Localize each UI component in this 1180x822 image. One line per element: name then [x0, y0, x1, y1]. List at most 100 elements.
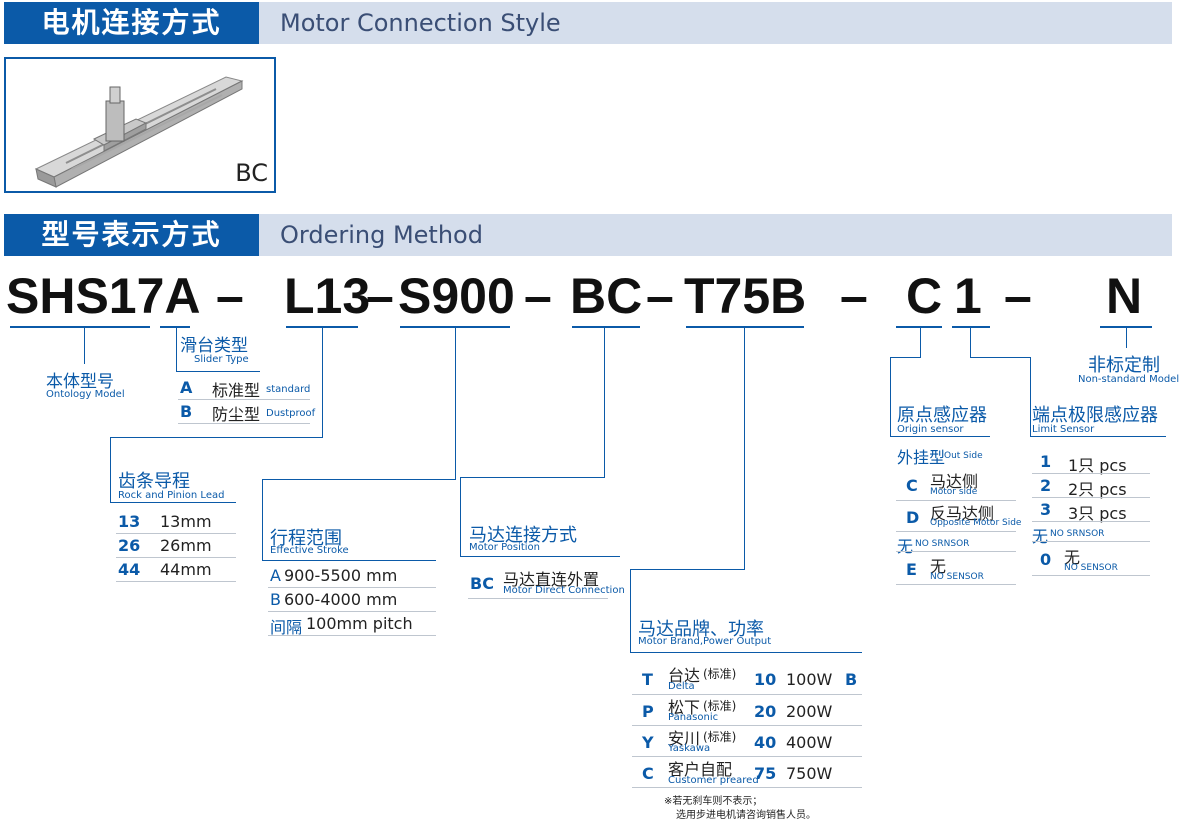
lead-val: 13mm: [160, 512, 212, 531]
model-dash: –: [366, 268, 394, 324]
stroke-cn: 行程范围: [270, 528, 342, 549]
origin-none-cn: 无: [897, 537, 914, 556]
origin-en: Origin sensor: [897, 424, 964, 435]
brand-code: Y: [642, 733, 654, 752]
power-code: 20: [754, 702, 777, 721]
brand-tag: (标准): [703, 699, 737, 713]
power-code: 75: [754, 764, 777, 783]
lead-code: 44: [118, 560, 141, 579]
limit-val: 3只 pcs: [1068, 504, 1127, 523]
model-part-limit: 1: [954, 268, 982, 324]
stroke-en: Effective Stroke: [270, 545, 349, 556]
brand-note-1: ※若无刹车则不表示；: [664, 796, 763, 807]
origin-e-en: NO SENSOR: [930, 572, 984, 582]
brand-en-item: Customer preared: [668, 775, 759, 786]
brake-code: B: [845, 670, 858, 689]
lead-val: 26mm: [160, 536, 212, 555]
slider-cn: 滑台类型: [180, 336, 248, 356]
limit-code-0: 0: [1040, 550, 1052, 569]
brand-note-2: 选用步进电机请咨询销售人员。: [676, 810, 816, 821]
limit-code: 3: [1040, 500, 1052, 519]
linear-module-illustration: [34, 76, 244, 188]
lead-code: 26: [118, 536, 141, 555]
ontology-en: Ontology Model: [46, 389, 125, 400]
origin-outside-cn: 外挂型: [897, 448, 946, 467]
nonstd-cn: 非标定制: [1088, 355, 1160, 376]
slider-b-cn: 防尘型: [212, 405, 261, 424]
power-val: 750W: [786, 764, 833, 783]
limit-cn: 端点极限感应器: [1032, 405, 1158, 426]
stroke-code-a: A: [270, 566, 281, 585]
origin-code-e: E: [906, 560, 917, 579]
origin-e-cn: 无: [930, 557, 947, 576]
model-part-brand: T75B: [684, 268, 807, 324]
origin-d-en: Opposite Motor Side: [930, 518, 1022, 528]
origin-cn: 原点感应器: [897, 405, 987, 426]
position-en: Motor Position: [469, 542, 541, 553]
limit-code: 2: [1040, 476, 1052, 495]
limit-code: 1: [1040, 452, 1052, 471]
model-dash: –: [216, 268, 244, 324]
brand-cn-item: 台达: [668, 666, 701, 685]
stroke-val-a: 900-5500 mm: [284, 566, 398, 585]
origin-d-cn: 反马达侧: [930, 504, 995, 523]
model-dash: –: [840, 268, 868, 324]
position-item-cn: 马达直连外置: [503, 570, 600, 589]
section-title-en: Ordering Method: [280, 221, 483, 249]
lead-val: 44mm: [160, 560, 212, 579]
brand-en-item: Panasonic: [668, 712, 719, 723]
brand-tag: (标准): [703, 730, 737, 744]
limit-none-item-cn: 无: [1064, 548, 1081, 567]
brand-code: T: [642, 670, 653, 689]
origin-c-cn: 马达侧: [930, 472, 979, 491]
limit-val: 1只 pcs: [1068, 456, 1127, 475]
brand-code: C: [642, 764, 654, 783]
slider-code-a: A: [180, 378, 193, 397]
section-banner-connection: 电机连接方式 Motor Connection Style: [4, 2, 1172, 44]
brand-code: P: [642, 702, 654, 721]
brand-tag: (标准): [703, 667, 737, 681]
origin-code-d: D: [906, 508, 920, 527]
model-part-nonstd: N: [1106, 268, 1143, 324]
section-title-cn: 型号表示方式: [4, 214, 259, 256]
power-code: 10: [754, 670, 777, 689]
model-dash: –: [1004, 268, 1032, 324]
origin-none-en: NO SRNSOR: [915, 539, 970, 549]
section-title-cn: 电机连接方式: [4, 2, 259, 44]
stroke-code-b: B: [270, 590, 281, 609]
position-cn: 马达连接方式: [469, 525, 577, 546]
slider-a-cn: 标准型: [212, 381, 261, 400]
lead-en: Rock and Pinion Lead: [118, 490, 225, 501]
section-banner-ordering: 型号表示方式 Ordering Method: [4, 214, 1172, 256]
section-title-en: Motor Connection Style: [280, 9, 561, 37]
brand-cn-item: 客户自配: [668, 760, 733, 779]
brand-cn-item: 安川: [668, 729, 701, 748]
model-dash: –: [646, 268, 674, 324]
power-val: 200W: [786, 702, 833, 721]
model-part-position: BC: [570, 268, 643, 324]
brand-en-item: Yaskawa: [668, 743, 711, 754]
stroke-val-pitch: 100mm pitch: [306, 614, 413, 633]
origin-outside-en: Out Side: [944, 451, 983, 461]
slider-b-en: Dustproof: [266, 408, 316, 419]
position-item-en: Motor Direct Connection: [503, 585, 625, 596]
origin-code-c: C: [906, 476, 918, 495]
stroke-code-pitch: 间隔: [270, 618, 303, 637]
nonstd-en: Non-standard Model: [1078, 374, 1180, 385]
brand-en: Motor Brand,Power Output: [638, 636, 772, 647]
brand-cn: 马达品牌、功率: [638, 619, 764, 640]
slider-code-b: B: [180, 402, 193, 421]
product-image-box: BC: [4, 57, 276, 193]
ontology-cn: 本体型号: [46, 372, 114, 392]
model-part-stroke: S900: [398, 268, 515, 324]
model-part-origin: C: [906, 268, 943, 324]
power-val: 400W: [786, 733, 833, 752]
position-code: BC: [470, 574, 494, 593]
limit-none-cn: 无: [1032, 527, 1049, 546]
model-dash: –: [524, 268, 552, 324]
power-val: 100W: [786, 670, 833, 689]
limit-none-item-en: NO SENSOR: [1064, 563, 1118, 573]
slider-a-en: standard: [266, 384, 311, 395]
lead-code: 13: [118, 512, 141, 531]
brand-cn-item: 松下: [668, 698, 701, 717]
